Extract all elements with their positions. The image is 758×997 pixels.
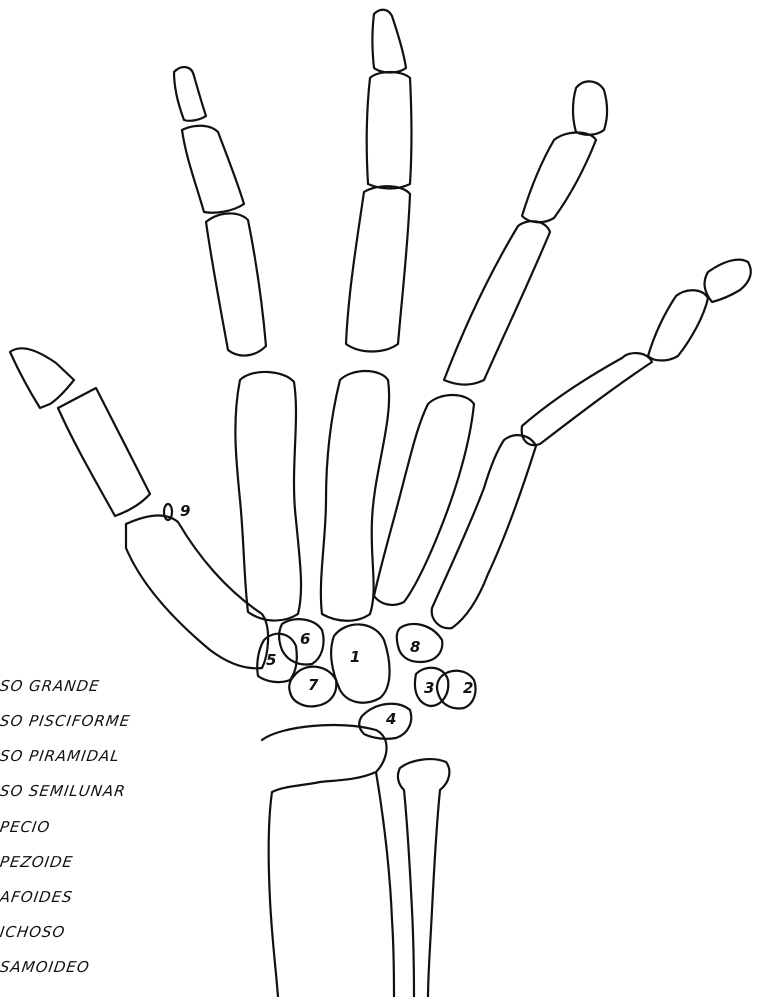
label-bone-3: 3	[424, 679, 434, 697]
label-bone-1: 1	[350, 648, 360, 666]
radius-bone	[262, 725, 394, 997]
middle-distal-phalanx	[373, 10, 407, 73]
little-middle-phalanx	[648, 290, 708, 360]
ring-proximal-phalanx	[444, 221, 550, 384]
label-bone-7: 7	[308, 676, 319, 694]
index-middle-phalanx	[182, 126, 244, 213]
label-bone-6: 6	[300, 630, 310, 648]
carpal-bone-5	[257, 634, 297, 682]
thumb-distal-phalanx	[10, 348, 74, 408]
legend-item-3: SO PIRAMIDAL	[0, 747, 121, 765]
legend-item-8: ICHOSO	[0, 923, 67, 941]
little-finger-bones	[432, 260, 751, 629]
index-finger-bones	[174, 67, 301, 621]
label-bone-2: 2	[463, 679, 473, 697]
label-bone-9: 9	[180, 502, 190, 520]
legend-item-4: SO SEMILUNAR	[0, 782, 127, 800]
ulna-bone	[398, 759, 449, 997]
forearm-bones	[262, 725, 449, 997]
ring-distal-phalanx	[573, 81, 607, 134]
index-distal-phalanx	[174, 67, 206, 121]
little-proximal-phalanx	[522, 353, 652, 445]
thumb-bones	[10, 348, 268, 668]
ring-finger-bones	[374, 81, 607, 604]
label-bone-5: 5	[266, 651, 276, 669]
middle-metacarpal	[321, 371, 389, 621]
legend-item-2: SO PISCIFORME	[0, 712, 132, 730]
legend-item-6: PEZOIDE	[0, 853, 74, 871]
label-bone-4: 4	[385, 710, 396, 728]
legend-item-7: AFOIDES	[0, 888, 74, 906]
index-metacarpal	[235, 372, 301, 621]
middle-middle-phalanx	[367, 72, 412, 189]
middle-proximal-phalanx	[346, 186, 410, 351]
index-proximal-phalanx	[206, 213, 266, 355]
ring-middle-phalanx	[522, 133, 596, 223]
legend-item-1: SO GRANDE	[0, 677, 101, 695]
legend-item-5: PECIO	[0, 818, 51, 836]
ring-metacarpal	[374, 395, 474, 605]
middle-finger-bones	[321, 10, 412, 621]
little-metacarpal	[432, 435, 536, 628]
thumb-proximal-phalanx	[58, 388, 150, 516]
little-distal-phalanx	[705, 260, 751, 302]
legend-item-9: SAMOIDEO	[0, 958, 91, 976]
carpal-bones	[164, 504, 476, 739]
label-bone-8: 8	[410, 638, 420, 656]
